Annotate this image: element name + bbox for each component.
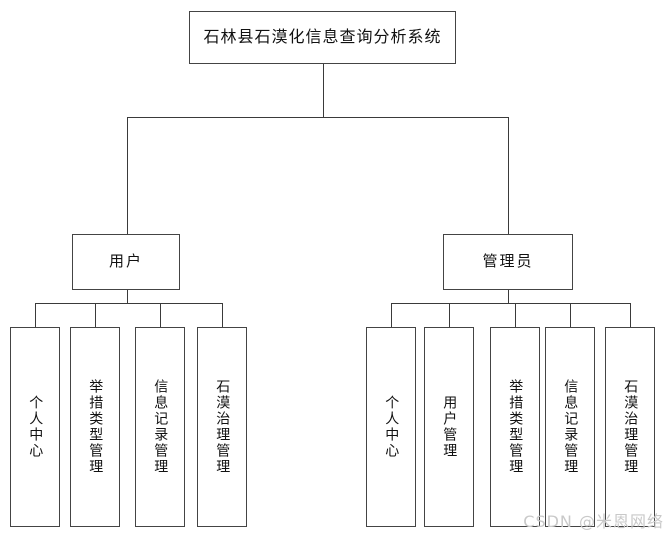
connector-user-children-bus: [35, 303, 223, 304]
node-label: 石漠治理管理: [214, 379, 231, 475]
node-admin: 管理员: [443, 234, 573, 290]
node-label: 用户管理: [441, 395, 458, 459]
connector-admin-child-2: [449, 303, 450, 327]
node-label: 个人中心: [383, 395, 400, 459]
node-root-system: 石林县石漠化信息查询分析系统: [189, 11, 456, 64]
node-admin-personal-center: 个人中心: [366, 327, 416, 527]
node-user-measure-type-management: 举措类型管理: [70, 327, 120, 527]
connector-admin-child-1: [391, 303, 392, 327]
node-admin-user-management: 用户管理: [424, 327, 474, 527]
connector-user-stem: [127, 290, 128, 303]
connector-level1-bus: [127, 117, 509, 118]
connector-drop-admin: [508, 117, 509, 234]
node-admin-measure-type-management: 举措类型管理: [490, 327, 540, 527]
connector-admin-child-5: [630, 303, 631, 327]
connector-admin-children-bus: [391, 303, 631, 304]
connector-user-child-1: [35, 303, 36, 327]
connector-admin-child-4: [570, 303, 571, 327]
node-user: 用户: [72, 234, 180, 290]
connector-user-child-4: [222, 303, 223, 327]
node-user-info-record-management: 信息记录管理: [135, 327, 185, 527]
node-label: 信息记录管理: [152, 379, 169, 475]
node-root-label: 石林县石漠化信息查询分析系统: [203, 27, 442, 47]
node-label: 信息记录管理: [562, 379, 579, 475]
node-admin-rocky-desert-control-management: 石漠治理管理: [605, 327, 655, 527]
node-user-rocky-desert-control-management: 石漠治理管理: [197, 327, 247, 527]
node-label: 石漠治理管理: [622, 379, 639, 475]
node-label: 举措类型管理: [87, 379, 104, 475]
connector-user-child-3: [160, 303, 161, 327]
connector-admin-child-3: [515, 303, 516, 327]
connector-root-trunk: [323, 64, 324, 117]
node-admin-label: 管理员: [482, 252, 534, 271]
node-admin-info-record-management: 信息记录管理: [545, 327, 595, 527]
connector-user-child-2: [95, 303, 96, 327]
connector-drop-user: [127, 117, 128, 234]
node-user-personal-center: 个人中心: [10, 327, 60, 527]
node-label: 举措类型管理: [507, 379, 524, 475]
connector-admin-stem: [508, 290, 509, 303]
node-label: 个人中心: [27, 395, 44, 459]
node-user-label: 用户: [108, 252, 143, 271]
